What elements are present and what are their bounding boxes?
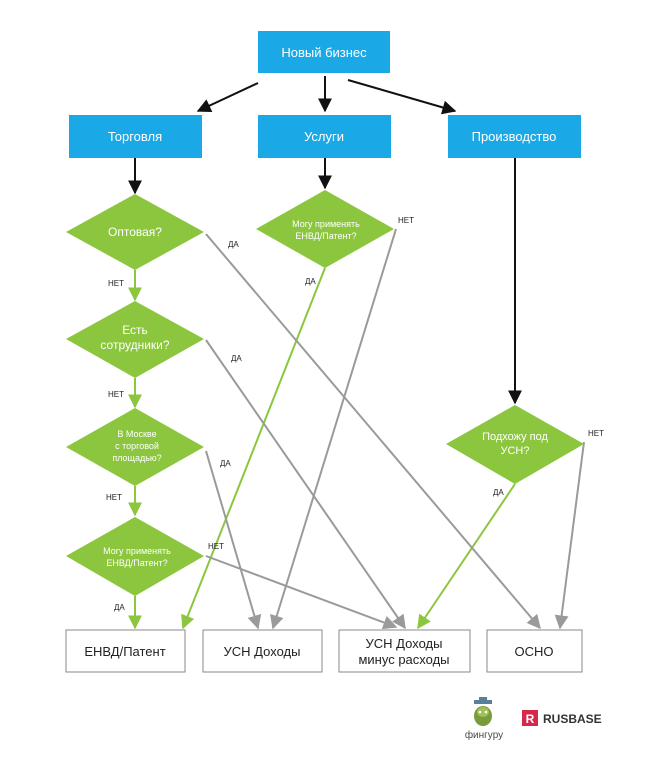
rusbase-wordmark: RUSBASE — [543, 712, 602, 726]
decision-moscow: В Москве с торговой площадью? — [66, 408, 204, 486]
decision-moscow-label-1: В Москве — [117, 429, 156, 439]
label-wholesale-no: НЕТ — [108, 279, 124, 288]
edge-wholesale-yes — [205, 233, 541, 630]
label-usn-no: НЕТ — [588, 429, 604, 438]
decision-envd-q1-label-1: Могу применять — [292, 219, 360, 229]
edge-usn-q-yes — [417, 483, 516, 630]
node-new-business-label: Новый бизнес — [281, 45, 367, 60]
outcome-osno-label: ОСНО — [515, 644, 554, 659]
decision-envd-q1: Могу применять ЕНВД/Патент? — [256, 190, 394, 268]
edge-new-to-production — [347, 79, 457, 115]
edge-envd-q2-no — [205, 555, 398, 630]
label-moscow-yes: ДА — [220, 459, 231, 468]
outcome-usn-income-minus-label-2: минус расходы — [358, 652, 449, 667]
decision-envd-q2: Могу применять ЕНВД/Патент? — [66, 517, 204, 596]
label-wholesale-yes: ДА — [228, 240, 239, 249]
rusbase-logo: R RUSBASE — [522, 710, 602, 726]
outcome-usn-income-minus: УСН Доходы минус расходы — [338, 629, 471, 673]
label-envd-q1-yes: ДА — [305, 277, 316, 286]
decision-envd-q2-label-1: Могу применять — [103, 546, 171, 556]
outcome-envd-label: ЕНВД/Патент — [84, 644, 165, 659]
connectors — [128, 76, 585, 630]
finguru-mascot-icon — [474, 697, 492, 726]
decision-usn: Подхожу под УСН? — [446, 405, 584, 484]
node-services: Услуги — [258, 115, 391, 158]
decision-employees-label-2: сотрудники? — [100, 338, 169, 352]
rusbase-mark-icon — [522, 710, 538, 726]
decision-envd-q1-label-2: ЕНВД/Патент? — [295, 231, 356, 241]
node-trade: Торговля — [69, 115, 202, 158]
decision-moscow-label-3: площадью? — [112, 453, 161, 463]
outcome-usn-income-label: УСН Доходы — [224, 644, 301, 659]
decision-envd-q2-label-2: ЕНВД/Патент? — [106, 558, 167, 568]
outcome-osno: ОСНО — [486, 629, 583, 673]
label-envd-q1-no: НЕТ — [398, 216, 414, 225]
label-usn-yes: ДА — [493, 488, 504, 497]
decision-employees: Есть сотрудники? — [66, 301, 204, 378]
node-new-business: Новый бизнес — [258, 31, 390, 73]
outcome-usn-income-minus-label-1: УСН Доходы — [366, 636, 443, 651]
node-services-label: Услуги — [304, 129, 344, 144]
decision-usn-label-2: УСН? — [501, 445, 530, 457]
label-employees-no: НЕТ — [108, 390, 124, 399]
outcome-usn-income: УСН Доходы — [202, 629, 323, 673]
finguru-wordmark: фингуру — [465, 729, 503, 741]
node-production-label: Производство — [472, 129, 557, 144]
decision-wholesale: Оптовая? — [66, 194, 204, 270]
decision-usn-label-1: Подхожу под — [482, 431, 548, 443]
label-moscow-no: НЕТ — [106, 493, 122, 502]
edge-envd-q1-no — [270, 228, 397, 630]
label-envd-q2-yes: ДА — [114, 603, 125, 612]
edge-labels: ДА НЕТ ДА НЕТ ДА НЕТ НЕТ ДА НЕТ ДА НЕТ Д… — [106, 216, 604, 612]
decision-wholesale-label: Оптовая? — [108, 225, 162, 239]
rusbase-mark-letter: R — [526, 712, 535, 726]
label-envd-q2-no: НЕТ — [208, 542, 224, 551]
edge-envd-q1-yes — [181, 267, 326, 630]
edge-moscow-yes — [205, 450, 262, 630]
node-trade-label: Торговля — [108, 129, 162, 144]
decision-employees-label-1: Есть — [122, 323, 148, 337]
edge-new-to-trade — [196, 82, 259, 113]
node-production: Производство — [448, 115, 581, 158]
decision-moscow-label-2: с торговой — [115, 441, 159, 451]
label-employees-yes: ДА — [231, 354, 242, 363]
finguru-logo: фингуру — [465, 697, 503, 741]
edge-employees-yes — [205, 339, 406, 630]
edge-usn-q-no — [554, 441, 585, 630]
outcome-envd: ЕНВД/Патент — [65, 629, 186, 673]
